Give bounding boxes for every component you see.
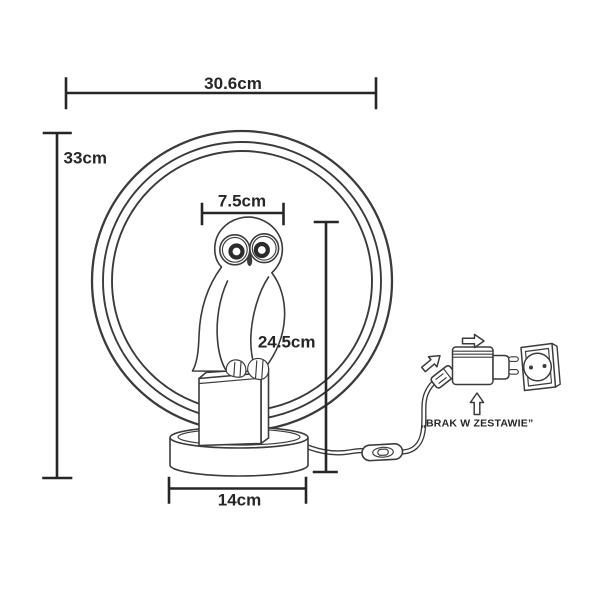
adapter-body [451,346,494,386]
adapter-prong-top [508,356,519,362]
adapter-vents [452,350,494,358]
base-width-dimension: 14cm [167,476,308,510]
socket-hole-right [542,364,547,368]
switch-ring [372,446,394,458]
power-adapter [451,346,519,386]
switch-rocker [377,448,389,456]
owl-right-eye-outer [249,233,280,264]
overall-width-label: 30.6cm [204,74,262,93]
usb-plug-detail [435,373,447,384]
pedestal-block [198,367,270,447]
figure-height-label: 24.5cm [258,333,316,352]
block-front-face [198,372,262,447]
arrow-right-icon [461,333,485,349]
owl-left-eye-inner [221,236,248,263]
overall-width-dimension: 30.6cm [64,74,378,110]
usb-plug-divider [443,368,452,380]
base-width-label: 14cm [218,491,261,510]
inline-switch [361,443,404,462]
base-body [169,437,309,477]
socket-well [522,352,553,382]
owl-right-pupil [253,241,270,259]
not-included-label: „BRAK W ZESTAWIE” [421,418,534,430]
owl-chest-line [216,280,229,371]
socket-hole-left [529,365,533,370]
wall-socket [520,342,561,392]
owl-figure [191,216,286,381]
overall-height-label: 33cm [64,149,107,168]
owl-width-dimension: 7.5cm [200,192,285,226]
overall-height-dimension: 33cm [42,131,107,480]
socket-depth-edge [551,342,561,388]
arrow-up-icon [469,392,485,416]
owl-right-eye-inner [251,235,277,261]
owl-feet [225,357,270,381]
power-cable [296,376,441,456]
owl-width-label: 7.5cm [218,192,266,211]
owl-beak [247,252,253,267]
owl-left-pupil [228,243,245,260]
block-front-bevel [198,377,262,385]
adapter-prong-bottom [508,369,519,375]
figure-height-dimension: 24.5cm [258,220,339,474]
adapter-plug-head [492,354,510,380]
usb-plug [430,364,456,389]
